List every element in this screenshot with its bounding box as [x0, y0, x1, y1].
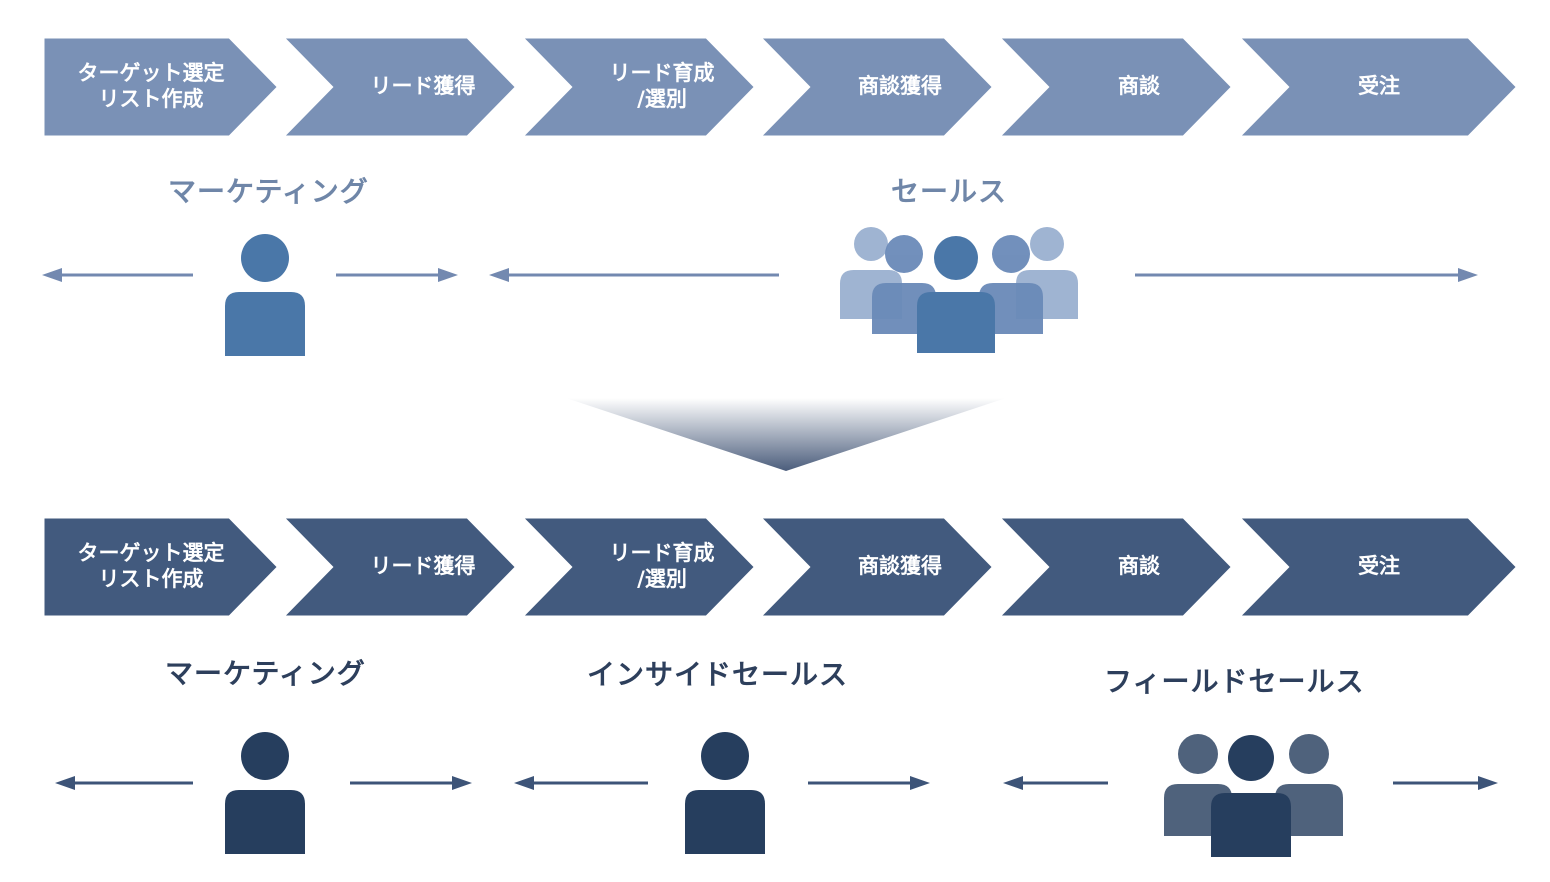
- top-step-3-shape: [513, 36, 761, 141]
- inside-sales-left-arrow: [514, 776, 648, 790]
- inside-sales-label: インサイドセールス: [587, 658, 849, 691]
- top-step-5-label: 商談: [1118, 74, 1160, 99]
- bottom-step-6-shape: [1230, 516, 1523, 621]
- bottom-step-3-shape: [513, 516, 761, 621]
- bottom-step-4-label: 商談獲得: [858, 554, 942, 579]
- bottom-marketing-left-arrow: [55, 776, 193, 790]
- bottom-step-5-label: 商談: [1118, 554, 1160, 579]
- top-sales-label: セールス: [891, 175, 1008, 208]
- field-sales-right-arrow: [1393, 776, 1498, 790]
- bottom-marketing-label: マーケティング: [165, 657, 366, 690]
- inside-sales-person-icon: [685, 732, 765, 854]
- top-step-2-label: リード獲得: [370, 74, 476, 99]
- top-marketing-label: マーケティング: [168, 175, 369, 208]
- top-step-6-shape: [1230, 36, 1523, 141]
- top-marketing-person-icon: [225, 234, 305, 356]
- top-step-6-label: 受注: [1358, 74, 1400, 99]
- top-step-4-label: 商談獲得: [858, 74, 942, 99]
- top-chevron-shapes: [39, 36, 1523, 141]
- field-sales-left-arrow: [1003, 776, 1108, 790]
- top-step-2-shape: [274, 36, 522, 141]
- bottom-marketing-right-arrow: [350, 776, 472, 790]
- top-sales-group-icon: [840, 227, 1078, 353]
- bottom-step-6-label: 受注: [1358, 554, 1400, 579]
- bottom-step-5-shape: [990, 516, 1238, 621]
- top-step-1-label: ターゲット選定 リスト作成: [77, 61, 225, 111]
- bottom-process-flow: ターゲット選定 リスト作成 リード獲得 リード育成 /選別 商談獲得 商談 受注: [0, 516, 1550, 626]
- top-step-5-shape: [990, 36, 1238, 141]
- top-process-flow: ターゲット選定 リスト作成 リード獲得 リード育成 /選別 商談獲得 商談 受注: [0, 36, 1550, 146]
- top-step-3-label: リード育成 /選別: [609, 61, 715, 111]
- field-sales-label: フィールドセールス: [1104, 665, 1365, 698]
- bottom-chevron-shapes: [39, 516, 1523, 621]
- bottom-step-3-label: リード育成 /選別: [609, 541, 715, 591]
- bottom-step-1-shape: [39, 516, 284, 621]
- top-sales-left-arrow: [489, 268, 779, 282]
- top-sales-right-arrow: [1135, 268, 1478, 282]
- top-marketing-left-arrow: [42, 268, 193, 282]
- bottom-step-2-label: リード獲得: [370, 554, 476, 579]
- field-sales-group-icon: [1164, 734, 1343, 857]
- bottom-step-2-shape: [274, 516, 522, 621]
- bottom-step-4-shape: [751, 516, 999, 621]
- transition-funnel: [566, 398, 1006, 471]
- top-step-1-shape: [39, 36, 284, 141]
- inside-sales-right-arrow: [808, 776, 930, 790]
- bottom-step-1-label: ターゲット選定 リスト作成: [77, 541, 225, 591]
- top-step-4-shape: [751, 36, 999, 141]
- bottom-marketing-person-icon: [225, 732, 305, 854]
- top-marketing-right-arrow: [336, 268, 458, 282]
